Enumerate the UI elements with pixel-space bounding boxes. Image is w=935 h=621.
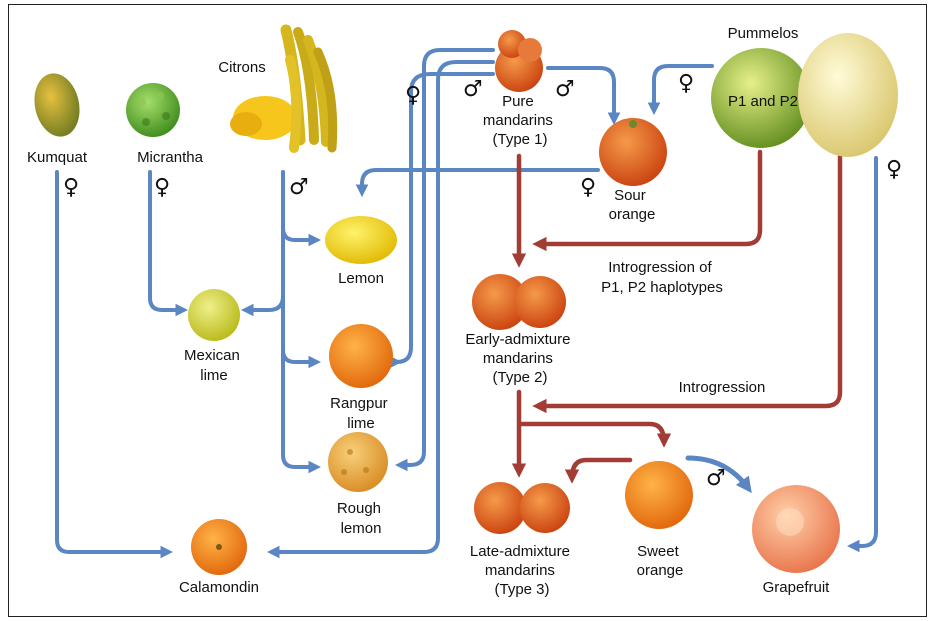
label-introgression-p1-p2: Introgression of P1, P2 haplotypes <box>601 259 723 296</box>
male-symbol-citrons: ♂ <box>289 175 309 200</box>
arrow-citrons-rangpur-lime <box>283 350 316 362</box>
lemon-image <box>325 216 397 264</box>
citrons-image <box>230 30 333 148</box>
label-rough-lemon: Rough lemon <box>337 500 385 537</box>
female-symbol-micrantha: ♀ <box>154 175 170 200</box>
female-symbol-sour-orange: ♀ <box>580 175 596 200</box>
label-calamondin: Calamondin <box>179 579 259 596</box>
male-symbol-mandarins-left: ♂ <box>463 77 483 102</box>
kumquat-image <box>29 69 85 141</box>
female-symbol-kumquat: ♀ <box>63 175 79 200</box>
arrow-citrons-trunk <box>283 172 316 467</box>
label-pummelos: Pummelos <box>728 25 799 42</box>
grapefruit-image <box>752 485 840 573</box>
arrow-mandarins-rough-lemon <box>400 50 493 465</box>
sweet-orange-image <box>625 461 693 529</box>
male-symbol-sweet-orange: ♂ <box>706 466 726 491</box>
label-mexican-lime: Mexican lime <box>184 347 244 384</box>
label-pure-mandarins: Pure mandarins (Type 1) <box>483 93 557 148</box>
label-sour-orange: Sour orange <box>609 187 656 223</box>
pure-mandarins-image <box>495 30 543 92</box>
label-late-admixture: Late-admixture mandarins (Type 3) <box>470 543 574 598</box>
arrow-pummelo-grapefruit <box>852 158 876 546</box>
early-admixture-image <box>472 274 566 330</box>
label-sweet-orange: Sweet orange <box>637 543 684 579</box>
sour-orange-image <box>599 118 667 186</box>
micrantha-image <box>126 83 180 137</box>
label-early-admixture: Early-admixture mandarins (Type 2) <box>465 331 574 386</box>
label-introgression: Introgression <box>679 379 766 396</box>
female-symbol-mandarins: ♀ <box>405 83 421 108</box>
label-micrantha: Micrantha <box>137 149 204 166</box>
female-symbol-pummelo: ♀ <box>678 71 694 96</box>
calamondin-image <box>191 519 247 575</box>
male-symbol-mandarins-right: ♂ <box>555 77 575 102</box>
female-symbol-pummelo-grapefruit: ♀ <box>886 157 902 182</box>
arrow-early-to-sweet-orange <box>519 424 664 442</box>
arrow-citrons-mexican-lime <box>246 296 283 310</box>
label-rangpur-lime: Rangpur lime <box>330 395 392 432</box>
arrow-sour-orange-lemon <box>362 170 598 192</box>
rangpur-lime-image <box>329 324 393 388</box>
label-kumquat: Kumquat <box>27 149 88 166</box>
late-admixture-image <box>474 482 570 534</box>
label-citrons: Citrons <box>218 59 266 76</box>
arrow-citrons-lemon <box>283 228 316 240</box>
fruit-images <box>29 30 898 575</box>
label-grapefruit: Grapefruit <box>763 579 831 596</box>
rough-lemon-image <box>328 432 388 492</box>
label-pummelo-inner: P1 and P2 <box>728 93 798 110</box>
label-lemon: Lemon <box>338 270 384 287</box>
mexican-lime-image <box>188 289 240 341</box>
arrow-sweet-to-late-mandarins <box>572 460 630 478</box>
red-arrows <box>519 152 840 478</box>
